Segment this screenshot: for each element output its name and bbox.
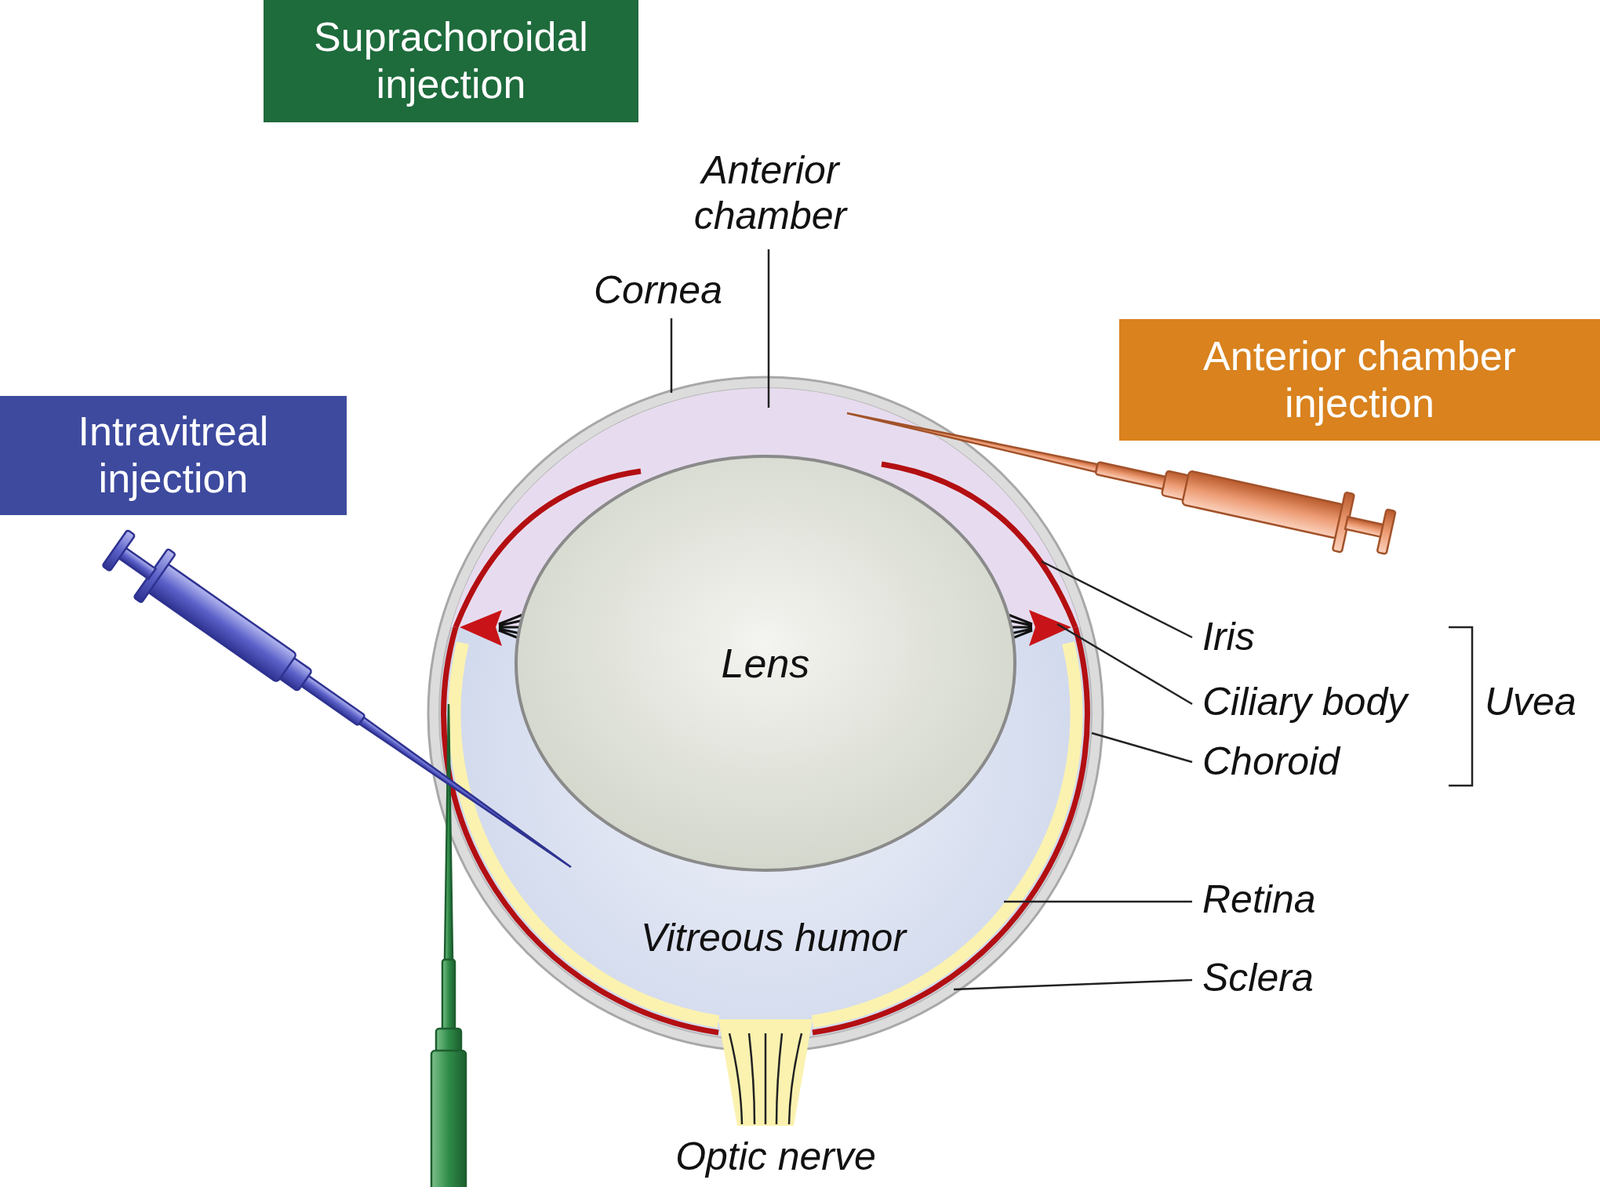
part-name: Choroid (1202, 739, 1340, 786)
box-label: Suprachoroidal injection (274, 14, 628, 109)
part-name: Cornea (593, 268, 723, 314)
part-name: Ciliary body (1202, 680, 1408, 726)
box-label: Intravitreal injection (10, 408, 336, 503)
injection-box: Anterior chamber injection (1119, 319, 1600, 441)
part-name: Vitreous humor (640, 916, 906, 962)
part-name: Uvea (1484, 680, 1577, 726)
lens-shape: Lens (513, 454, 1018, 873)
part-name: Sclera (1202, 956, 1314, 1002)
part-name: Iris (1202, 614, 1255, 661)
box-label: Anterior chamber injection (1130, 333, 1590, 428)
injection-box: Suprachoroidal injection (263, 0, 639, 123)
part-name: Lens (721, 640, 811, 688)
part-name: Optic nerve (675, 1134, 877, 1181)
part-name: Retina (1202, 877, 1317, 924)
part-name: Anterior chamber (656, 148, 884, 239)
injection-box: Intravitreal injection (0, 396, 347, 516)
